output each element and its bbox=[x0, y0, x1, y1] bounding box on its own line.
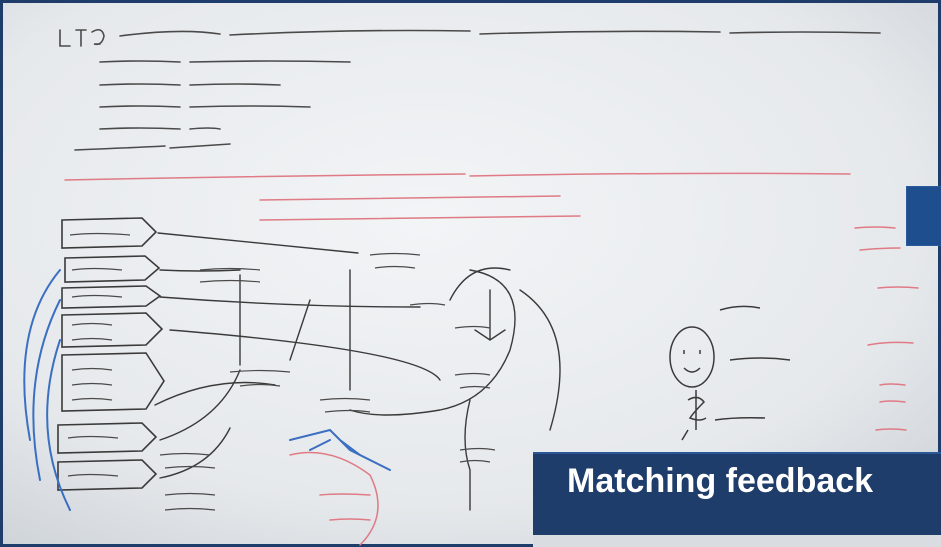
slide-corner-panel bbox=[906, 186, 941, 246]
caption-text: Matching feedback bbox=[533, 462, 873, 501]
thumbnail-strip bbox=[533, 535, 941, 547]
caption-bar: Matching feedback bbox=[533, 452, 941, 547]
